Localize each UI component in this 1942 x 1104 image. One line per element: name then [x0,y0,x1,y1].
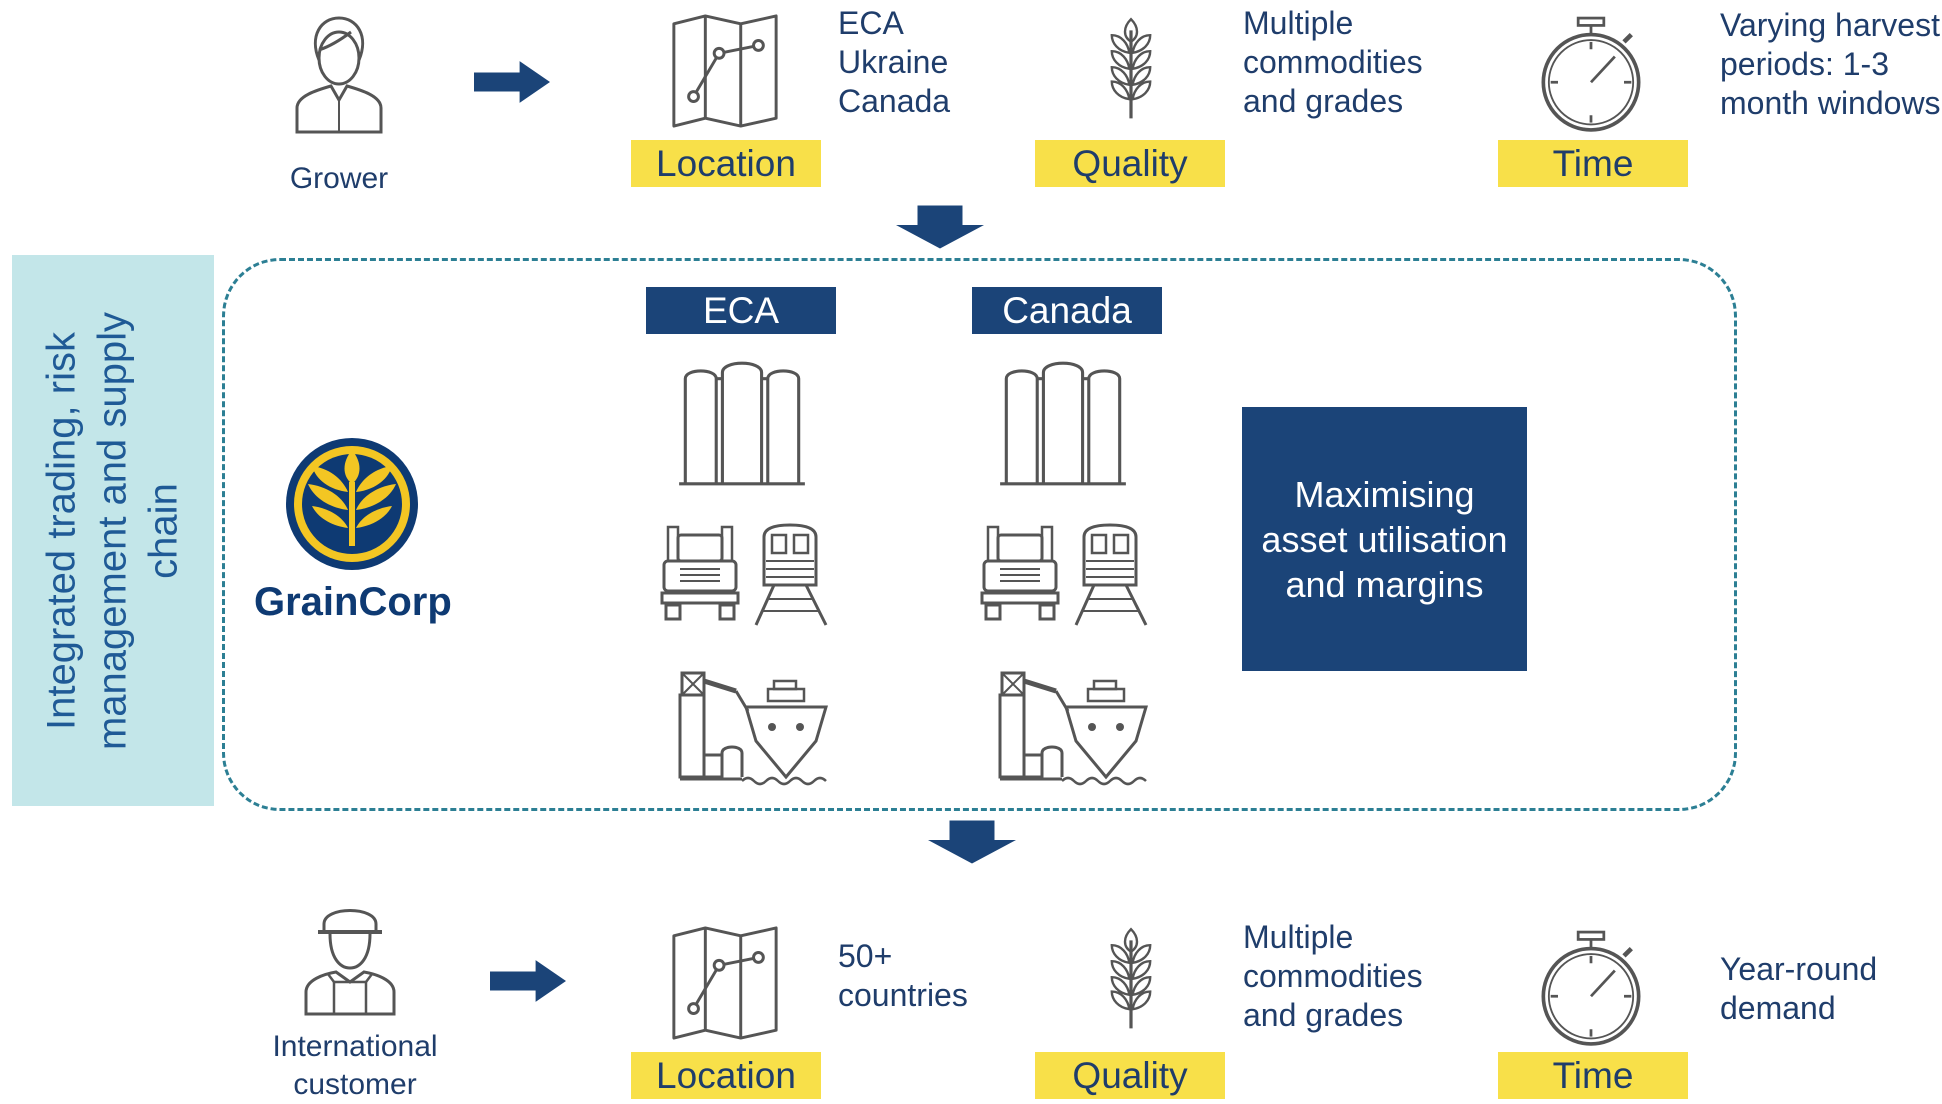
summary-text: Maximising asset utilisation and margins [1261,473,1508,605]
customer-icon [300,896,400,1016]
map-icon [666,924,784,1042]
stopwatch-icon [1536,14,1646,134]
port-ship-icon [676,666,836,788]
side-panel-label: Integrated trading, risk management and … [39,311,186,750]
graincorp-logo [254,432,450,628]
quality-detail-line: Multiple [1243,919,1354,955]
summary-box: Maximising asset utilisation and margins [1242,407,1527,671]
quality-detail-line: and grades [1243,83,1404,119]
side-panel: Integrated trading, risk management and … [12,255,214,806]
time-detail-line: periods: 1-3 [1720,46,1889,82]
location-detail-line: countries [838,977,968,1013]
location-detail-line: Ukraine [838,44,949,80]
location-detail-line: Canada [838,83,951,119]
time-details-bottom: Year-round demand [1720,950,1942,1028]
silo-icon [994,356,1132,490]
stopwatch-icon [1536,928,1646,1048]
time-details-top: Varying harvest periods: 1-3 month windo… [1720,6,1942,123]
location-detail-line: ECA [838,5,904,41]
quality-label-bottom: Quality [1035,1052,1225,1099]
location-detail-line: 50+ [838,938,893,974]
quality-details-top: Multiple commodities and grades [1243,4,1483,121]
wheat-icon [1099,6,1163,130]
quality-detail-line: and grades [1243,997,1404,1033]
arrow-down-icon [896,205,984,249]
location-details-top: ECA Ukraine Canada [838,4,1038,121]
truck-train-icon [980,521,1160,631]
arrow-right-icon [474,61,550,103]
port-ship-icon [996,666,1156,788]
arrow-right-icon [490,960,566,1002]
quality-detail-line: Multiple [1243,5,1354,41]
time-label-top: Time [1498,140,1688,187]
time-detail-line: Year-round [1720,951,1878,987]
time-detail-line: month windows [1720,85,1941,121]
graincorp-logo-text: GrainCorp [254,580,452,624]
location-details-bottom: 50+ countries [838,937,1038,1015]
wheat-icon [1099,916,1163,1040]
supply-chain-frame [222,258,1737,811]
silo-icon [673,356,811,490]
grower-icon [291,16,387,134]
map-icon [666,12,784,130]
location-label-top: Location [631,140,821,187]
location-label-bottom: Location [631,1052,821,1099]
quality-detail-line: commodities [1243,958,1423,994]
time-label-bottom: Time [1498,1052,1688,1099]
customer-label: International customer [272,1030,438,1101]
region-label-canada: Canada [972,287,1162,334]
region-label-eca: ECA [646,287,836,334]
arrow-down-icon [928,820,1016,864]
quality-detail-line: commodities [1243,44,1423,80]
time-detail-line: demand [1720,990,1836,1026]
time-detail-line: Varying harvest [1720,7,1940,43]
grower-label: Grower [289,162,389,195]
quality-label-top: Quality [1035,140,1225,187]
quality-details-bottom: Multiple commodities and grades [1243,918,1483,1035]
truck-train-icon [660,521,840,631]
